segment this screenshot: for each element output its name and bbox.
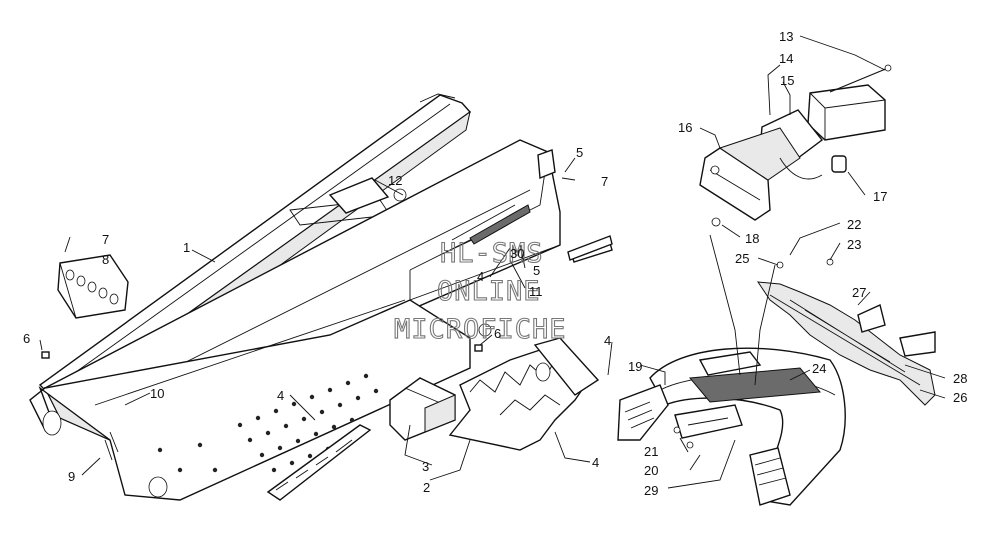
callout-4-top: 4 <box>477 269 484 284</box>
callout-20: 20 <box>644 463 658 478</box>
running-board-strip <box>266 424 372 501</box>
bracket-and-plate <box>389 337 600 451</box>
watermark-line-1: HL-SMS <box>440 238 544 269</box>
callout-4-plate: 4 <box>592 455 599 470</box>
callout-6-mid: 6 <box>494 326 501 341</box>
callout-9: 9 <box>68 469 75 484</box>
callout-30: 30 <box>510 246 524 261</box>
leader-lines <box>39 35 946 489</box>
callout-28: 28 <box>953 371 967 386</box>
callout-21: 21 <box>644 444 658 459</box>
callout-2: 2 <box>423 480 430 495</box>
callout-labels: 1 2 3 4 4 4 4 5 5 6 6 7 7 8 9 10 11 12 1… <box>23 29 967 498</box>
front-flap <box>57 254 129 319</box>
callout-16: 16 <box>678 120 692 135</box>
callout-8: 8 <box>102 252 109 267</box>
callout-4-panel: 4 <box>277 388 284 403</box>
callout-10: 10 <box>150 386 164 401</box>
watermark: HL-SMS ONLINE MICROFICHE <box>393 237 567 345</box>
callout-13: 13 <box>779 29 793 44</box>
callout-14: 14 <box>779 51 793 66</box>
callout-26: 26 <box>953 390 967 405</box>
callout-12: 12 <box>388 173 402 188</box>
callout-7-left: 7 <box>102 232 109 247</box>
callout-3: 3 <box>422 459 429 474</box>
callout-24: 24 <box>812 361 826 376</box>
callout-7-right: 7 <box>601 174 608 189</box>
callout-29: 29 <box>644 483 658 498</box>
watermark-line-3: MICROFICHE <box>394 314 567 345</box>
callout-27: 27 <box>852 285 866 300</box>
callout-22: 22 <box>847 217 861 232</box>
callout-23: 23 <box>847 237 861 252</box>
taillight-assembly <box>699 64 892 227</box>
watermark-line-2: ONLINE <box>437 276 541 307</box>
callout-17: 17 <box>873 189 887 204</box>
callout-18: 18 <box>745 231 759 246</box>
callout-6-left: 6 <box>23 331 30 346</box>
callout-25: 25 <box>735 251 749 266</box>
callout-4-right: 4 <box>604 333 611 348</box>
callout-5-mid: 5 <box>533 263 540 278</box>
running-board-holes <box>157 373 379 473</box>
callout-11: 11 <box>529 284 543 299</box>
callout-15: 15 <box>780 73 794 88</box>
tunnel-body <box>29 139 561 501</box>
snowflap <box>757 281 936 406</box>
callout-19: 19 <box>628 359 642 374</box>
callout-5-top: 5 <box>576 145 583 160</box>
callout-1: 1 <box>183 240 190 255</box>
loose-hardware <box>41 149 834 461</box>
